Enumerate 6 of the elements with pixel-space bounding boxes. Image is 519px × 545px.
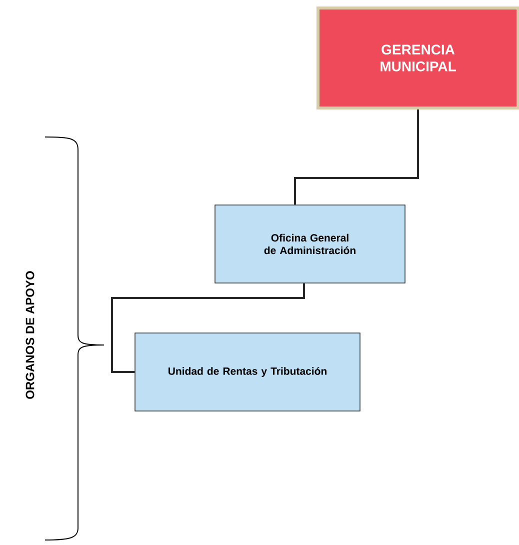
unit-box: Oficina General de Administración xyxy=(214,204,406,284)
title-box: GERENCIA MUNICIPAL xyxy=(316,6,519,110)
side-label: ORGANOS DE APOYO xyxy=(26,271,34,399)
connector xyxy=(294,110,419,205)
connector xyxy=(111,283,305,373)
unit-box: Unidad de Rentas y Tributación xyxy=(134,332,360,412)
